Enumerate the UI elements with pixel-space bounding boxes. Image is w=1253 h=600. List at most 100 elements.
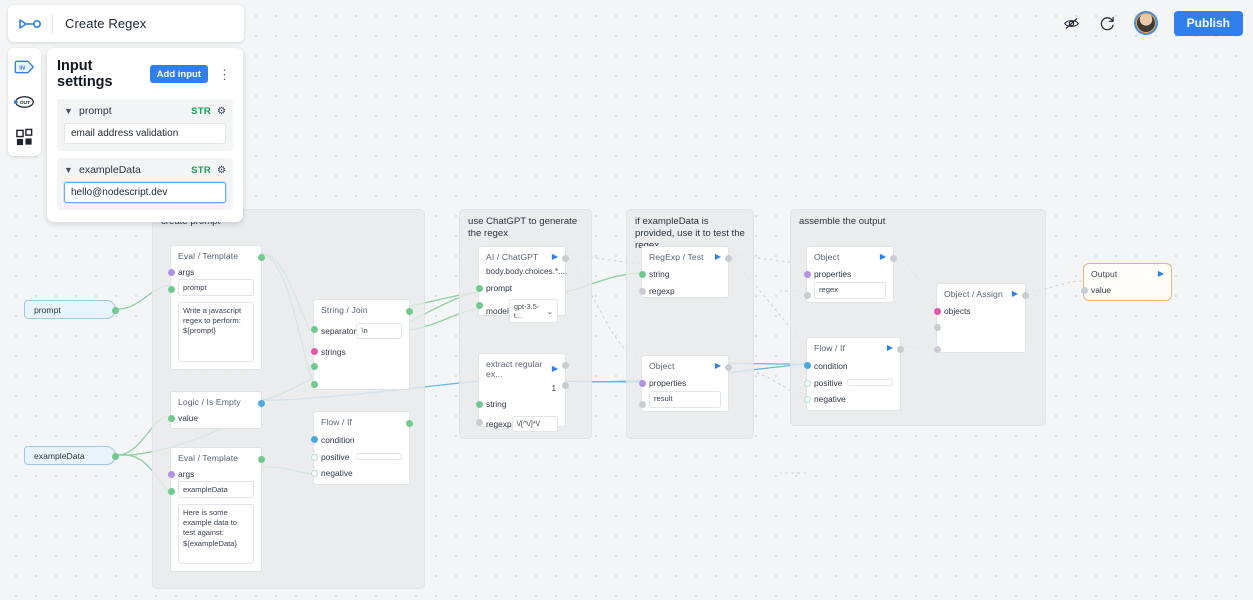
input-port-properties[interactable] [638, 380, 646, 387]
run-node-icon[interactable]: ▶ [551, 364, 558, 373]
node-field-key[interactable]: result [642, 390, 728, 414]
gear-icon[interactable]: ⚙ [217, 164, 226, 176]
output-port[interactable] [1021, 292, 1029, 299]
output-port[interactable] [257, 456, 265, 463]
output-port[interactable] [724, 364, 732, 371]
node-field-key[interactable]: prompt [171, 279, 261, 302]
output-port-indexed[interactable] [561, 382, 569, 389]
output-port[interactable] [111, 452, 119, 460]
run-node-icon[interactable]: ▶ [714, 252, 721, 261]
app-logo[interactable] [8, 18, 52, 30]
input-port-prompt[interactable] [475, 285, 483, 292]
input-port-model[interactable] [475, 302, 483, 309]
output-port[interactable] [896, 346, 904, 353]
output-port[interactable] [889, 255, 897, 262]
input-port-string[interactable] [638, 271, 646, 278]
output-port[interactable] [561, 255, 569, 262]
separator-input[interactable]: \n [356, 323, 402, 340]
node-string-join[interactable]: String / Join separator \n strings [310, 299, 413, 390]
key-input[interactable]: exampleData [178, 481, 254, 499]
run-node-icon[interactable]: ▶ [551, 252, 558, 261]
key-input[interactable]: prompt [178, 279, 254, 297]
node-ai-chatgpt[interactable]: AI / ChatGPT ▶ body.body.choices.*.... p… [475, 246, 569, 323]
positive-input[interactable] [356, 453, 402, 460]
exampledata-input[interactable] [64, 182, 226, 203]
modules-grid-icon[interactable] [13, 126, 37, 148]
node-row-regexp[interactable]: regexp \/[^\/]*\/ [475, 412, 565, 435]
node-row-separator[interactable]: separator \n [310, 318, 409, 342]
node-extract-regex[interactable]: extract regular ex... ▶ 1 string regexp … [475, 353, 569, 432]
input-port-condition[interactable] [310, 436, 318, 443]
node-row-string[interactable]: string [638, 265, 728, 282]
node-row-negative[interactable]: negative [803, 390, 900, 407]
node-field-key[interactable]: regex [807, 281, 893, 305]
input-port-properties[interactable] [803, 271, 811, 278]
run-node-icon[interactable]: ▶ [886, 343, 893, 352]
run-node-icon[interactable]: ▶ [1157, 269, 1164, 278]
node-field-key[interactable]: exampleData [171, 481, 261, 504]
prompt-input[interactable] [64, 123, 226, 144]
input-port-string[interactable] [475, 401, 483, 408]
input-port-objects[interactable] [933, 308, 941, 315]
input-port-item-1[interactable] [933, 324, 941, 331]
node-eval-template-prompt[interactable]: Eval / Template args prompt Write a java… [167, 245, 265, 370]
node-row-negative[interactable]: negative [310, 464, 409, 481]
input-pill-exampledata[interactable]: exampleData [24, 446, 119, 465]
node-row-properties[interactable]: properties [638, 374, 728, 391]
input-port-separator[interactable] [310, 326, 318, 333]
output-oval-icon[interactable]: OUT [13, 91, 37, 113]
input-port-value[interactable] [167, 415, 175, 422]
node-output[interactable]: Output ▶ value [1080, 263, 1172, 301]
node-row-value[interactable]: value [167, 410, 261, 425]
node-object-regex[interactable]: Object ▶ properties regex [803, 246, 897, 305]
kebab-menu-icon[interactable]: ⋮ [218, 66, 231, 82]
field-header[interactable]: ▼ exampleData STR ⚙ [64, 164, 226, 176]
input-port-strings[interactable] [310, 347, 318, 355]
node-field-template[interactable]: Here is some example data to test agains… [171, 504, 261, 570]
node-field-template[interactable]: Write a javascript regex to perform: ${p… [171, 302, 261, 368]
key-input[interactable]: regex [814, 281, 886, 299]
input-port-negative[interactable] [803, 396, 811, 403]
gear-icon[interactable]: ⚙ [217, 105, 226, 117]
input-port-key[interactable] [167, 488, 175, 495]
positive-input[interactable] [847, 379, 893, 386]
input-port-key[interactable] [167, 286, 175, 293]
key-input[interactable]: result [649, 390, 721, 408]
model-select[interactable]: gpt-3.5-t... ⌄ [508, 299, 558, 323]
input-port-negative[interactable] [310, 470, 318, 477]
run-node-icon[interactable]: ▶ [879, 252, 886, 261]
input-port-key[interactable] [803, 292, 811, 299]
input-pill-prompt[interactable]: prompt [24, 300, 119, 319]
document-title[interactable]: Create Regex [65, 16, 147, 31]
node-row-regexp[interactable]: regexp [638, 282, 728, 299]
node-row-model[interactable]: model gpt-3.5-t... ⌄ [475, 295, 565, 326]
output-port[interactable] [257, 400, 265, 407]
chevron-down-icon[interactable]: ▼ [64, 106, 73, 116]
node-flow-if-left[interactable]: Flow / If condition positive negative [310, 411, 413, 485]
input-port-key[interactable] [638, 401, 646, 408]
node-row-args[interactable]: args [167, 466, 261, 481]
input-port-positive[interactable] [803, 379, 811, 387]
node-row-objects[interactable]: objects [933, 302, 1025, 319]
run-node-icon[interactable]: ▶ [1011, 289, 1018, 298]
publish-button[interactable]: Publish [1173, 10, 1243, 36]
node-row-properties[interactable]: properties [803, 265, 893, 282]
node-row-prompt[interactable]: prompt [475, 280, 565, 295]
node-row-strings[interactable]: strings [310, 342, 409, 360]
refresh-icon[interactable] [1098, 13, 1118, 33]
output-port[interactable] [561, 362, 569, 369]
input-port-item-2[interactable] [310, 381, 318, 388]
output-port[interactable] [405, 308, 413, 315]
input-port-args[interactable] [167, 269, 175, 276]
output-port[interactable] [405, 420, 413, 427]
input-port-value[interactable] [1080, 287, 1088, 294]
node-row-args[interactable]: args [167, 264, 261, 279]
node-row-condition[interactable]: condition [310, 430, 409, 448]
input-port-args[interactable] [167, 471, 175, 478]
input-tag-icon[interactable]: IN [13, 56, 37, 78]
node-flow-if-right[interactable]: Flow / If ▶ condition positive negative [803, 337, 904, 411]
field-header[interactable]: ▼ prompt STR ⚙ [64, 105, 226, 117]
add-input-button[interactable]: Add input [149, 65, 208, 83]
node-eval-template-example[interactable]: Eval / Template args exampleData Here is… [167, 447, 265, 572]
node-regexp-test[interactable]: RegExp / Test ▶ string regexp [638, 246, 732, 299]
